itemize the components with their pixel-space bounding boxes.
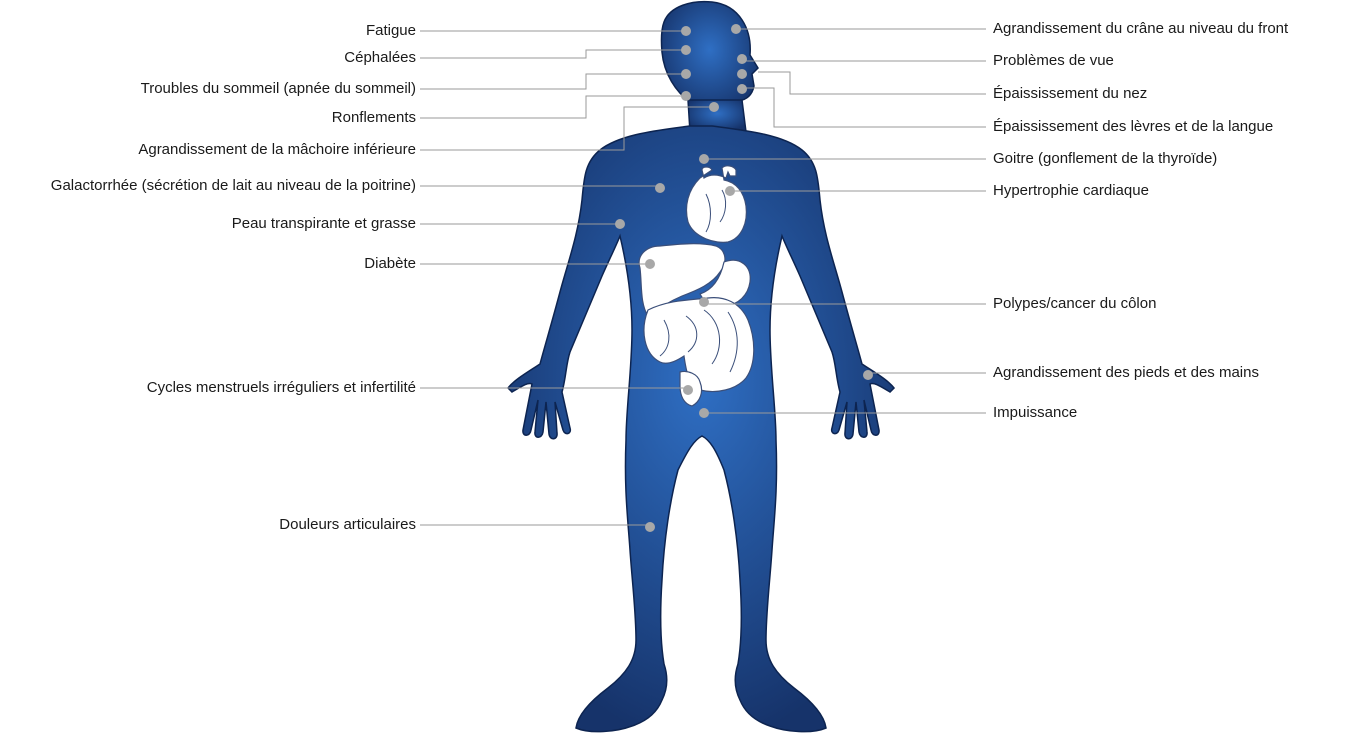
label-impuissance: Impuissance xyxy=(993,404,1077,422)
label-peau: Peau transpirante et grasse xyxy=(232,215,416,233)
leader-nez xyxy=(758,72,986,94)
label-cycles: Cycles menstruels irréguliers et inferti… xyxy=(147,379,416,397)
label-douleurs: Douleurs articulaires xyxy=(279,516,416,534)
marker-machoire xyxy=(709,102,719,112)
marker-troubles-sommeil xyxy=(681,69,691,79)
marker-ronflements xyxy=(681,91,691,101)
marker-galactorrhee xyxy=(655,183,665,193)
marker-peau xyxy=(615,219,625,229)
label-coeur: Hypertrophie cardiaque xyxy=(993,182,1149,200)
marker-coeur xyxy=(725,186,735,196)
label-goitre: Goitre (gonflement de la thyroïde) xyxy=(993,150,1217,168)
marker-levres xyxy=(737,84,747,94)
marker-goitre xyxy=(699,154,709,164)
marker-nez xyxy=(737,69,747,79)
marker-fatigue xyxy=(681,26,691,36)
label-diabete: Diabète xyxy=(364,255,416,273)
label-galactorrhee: Galactorrhée (sécrétion de lait au nivea… xyxy=(51,177,416,195)
marker-cycles xyxy=(683,385,693,395)
label-vue: Problèmes de vue xyxy=(993,52,1114,70)
marker-diabete xyxy=(645,259,655,269)
label-machoire: Agrandissement de la mâchoire inférieure xyxy=(138,141,416,159)
marker-pieds-mains xyxy=(863,370,873,380)
marker-crane xyxy=(731,24,741,34)
label-levres: Épaississement des lèvres et de la langu… xyxy=(993,118,1273,136)
label-pieds-mains: Agrandissement des pieds et des mains xyxy=(993,364,1259,382)
marker-colon xyxy=(699,297,709,307)
leader-troubles-sommeil xyxy=(420,74,686,89)
label-troubles-sommeil: Troubles du sommeil (apnée du sommeil) xyxy=(141,80,416,98)
label-cephalees: Céphalées xyxy=(344,49,416,67)
leader-cephalees xyxy=(420,50,686,58)
marker-impuissance xyxy=(699,408,709,418)
label-nez: Épaississement du nez xyxy=(993,85,1147,103)
label-ronflements: Ronflements xyxy=(332,109,416,127)
label-colon: Polypes/cancer du côlon xyxy=(993,295,1156,313)
label-crane: Agrandissement du crâne au niveau du fro… xyxy=(993,20,1288,38)
marker-cephalees xyxy=(681,45,691,55)
marker-douleurs xyxy=(645,522,655,532)
marker-vue xyxy=(737,54,747,64)
label-fatigue: Fatigue xyxy=(366,22,416,40)
